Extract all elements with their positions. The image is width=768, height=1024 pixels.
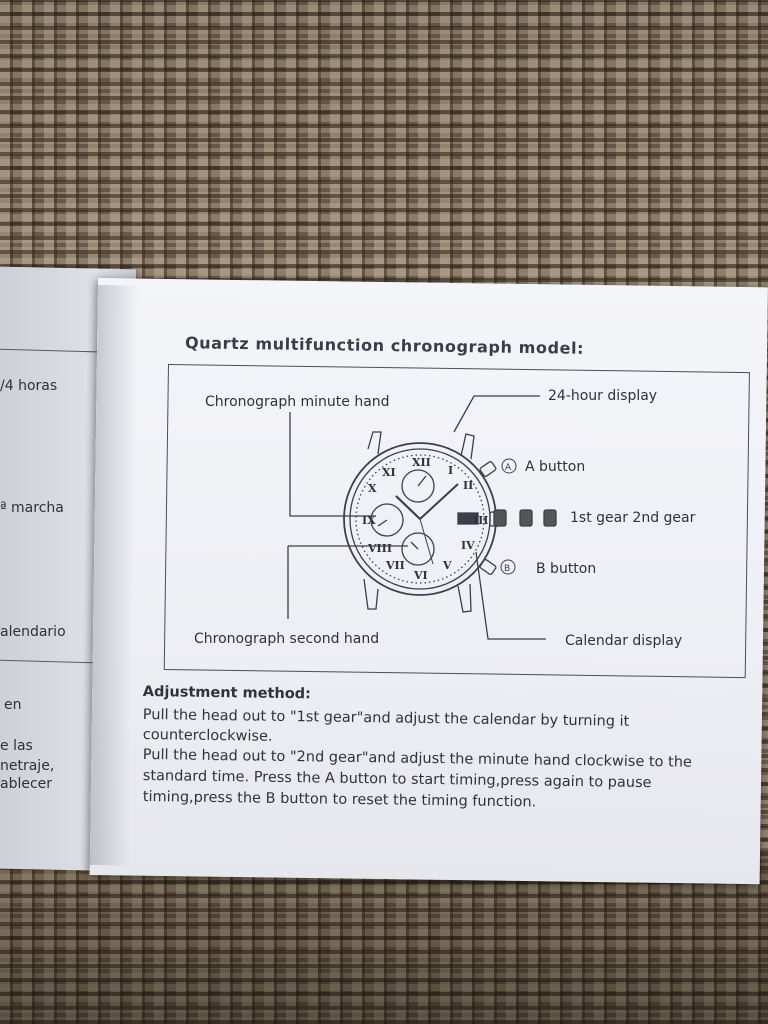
left-text-line: /4 horas <box>0 378 58 394</box>
watch-illustration: XII III VI IX I II IV V VII VIII X XI A … <box>287 395 557 640</box>
numeral-v: V <box>442 559 452 572</box>
label-b-button: B button <box>536 561 597 577</box>
numeral-vii: VII <box>385 559 405 572</box>
pusher-a <box>479 461 497 477</box>
date-window <box>457 512 479 525</box>
a-button-letter: A <box>505 463 512 473</box>
subdial-hand <box>410 541 419 550</box>
label-gear: 1st gear 2nd gear <box>570 510 696 526</box>
subdial-hand <box>377 519 388 527</box>
leader-calendar <box>475 551 546 640</box>
label-a-button: A button <box>525 459 586 475</box>
numeral-vi: VI <box>413 569 428 582</box>
numeral-i: I <box>448 464 453 477</box>
leader-24h <box>453 395 540 433</box>
book-gutter <box>89 285 138 866</box>
subdial-left <box>370 503 404 537</box>
strap-top-right <box>460 433 475 460</box>
a-button-circle <box>501 458 517 474</box>
numeral-ii: II <box>463 479 473 492</box>
numeral-iv: IV <box>461 539 475 552</box>
numeral-ix: IX <box>362 514 376 527</box>
gear-position-icon <box>543 509 557 527</box>
left-text-line: alendario <box>0 624 66 640</box>
strap-top-left <box>367 431 382 455</box>
minute-track <box>355 454 485 584</box>
left-text-line: en <box>4 697 22 713</box>
numeral-xi: XI <box>382 466 396 479</box>
b-button-circle <box>500 559 516 575</box>
left-text-line: ablecer <box>0 776 53 792</box>
strap-bottom-right <box>457 583 472 613</box>
pusher-b <box>479 559 497 575</box>
b-button-letter: B <box>504 564 510 574</box>
subdial-top <box>401 469 435 503</box>
numeral-x: X <box>368 482 377 495</box>
label-calendar-display: Calendar display <box>565 633 683 649</box>
gear-position-icon <box>493 509 507 527</box>
second-hand <box>419 518 434 565</box>
numeral-xii: XII <box>412 456 431 469</box>
label-chronograph-minute-hand: Chronograph minute hand <box>205 394 390 410</box>
minute-hand <box>419 483 459 520</box>
left-text-line: ª marcha <box>0 500 64 516</box>
fabric-background-top <box>0 0 768 300</box>
numeral-iii: III <box>473 514 488 527</box>
subdial-hand <box>417 475 427 487</box>
numeral-viii: VIII <box>367 542 392 555</box>
strap-bottom-left <box>363 578 379 610</box>
leader-chrono-minute <box>289 412 376 517</box>
label-24-hour-display: 24-hour display <box>548 388 658 404</box>
left-text-line: netraje, <box>0 758 55 774</box>
subdial-bottom <box>401 532 435 566</box>
left-text-line: e las <box>0 738 33 754</box>
hour-hand <box>395 495 421 520</box>
label-chronograph-second-hand: Chronograph second hand <box>194 631 380 647</box>
gear-position-icon <box>519 509 533 527</box>
